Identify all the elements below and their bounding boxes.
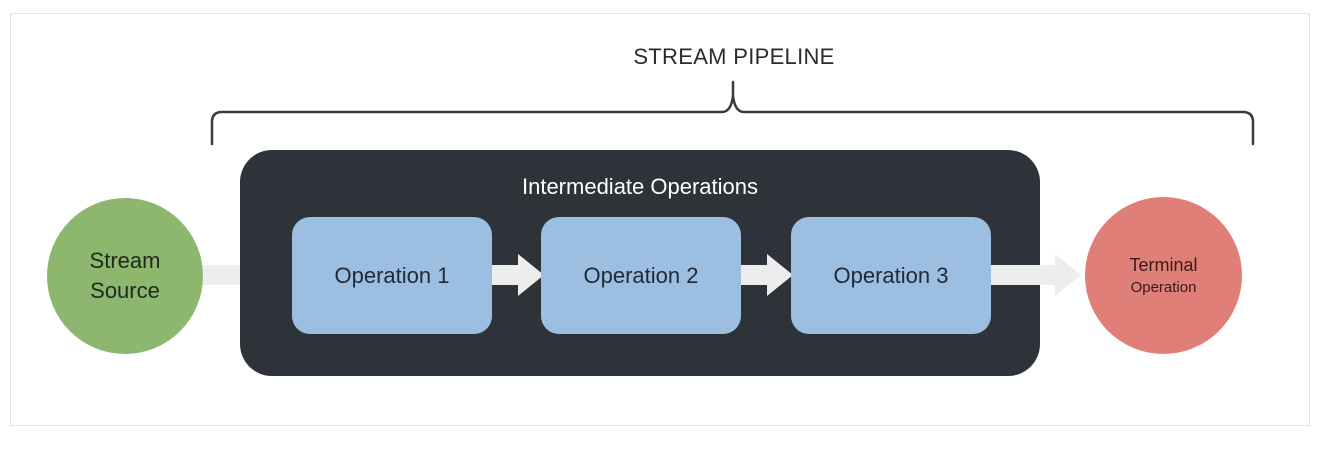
operation-1-label: Operation 1 xyxy=(334,262,450,288)
terminal-operation-node: Terminal Operation xyxy=(1085,197,1242,354)
arrow-op3-to-terminal xyxy=(991,254,1081,296)
stream-source-line1: Stream xyxy=(89,248,161,273)
arrow-op2-to-op3 xyxy=(741,254,793,296)
operation-2-box: Operation 2 xyxy=(541,217,741,334)
terminal-line2: Operation xyxy=(1130,278,1197,296)
stream-source-line2: Source xyxy=(90,278,160,303)
operation-1-box: Operation 1 xyxy=(292,217,492,334)
operation-3-box: Operation 3 xyxy=(791,217,991,334)
stream-source-node: Stream Source xyxy=(47,198,203,354)
operation-2-label: Operation 2 xyxy=(583,262,699,288)
operation-3-label: Operation 3 xyxy=(833,262,949,288)
intermediate-operations-title: Intermediate Operations xyxy=(521,174,759,199)
pipeline-title: STREAM PIPELINE xyxy=(633,44,835,69)
arrow-op1-to-op2 xyxy=(492,254,544,296)
terminal-line1: Terminal xyxy=(1129,254,1198,275)
